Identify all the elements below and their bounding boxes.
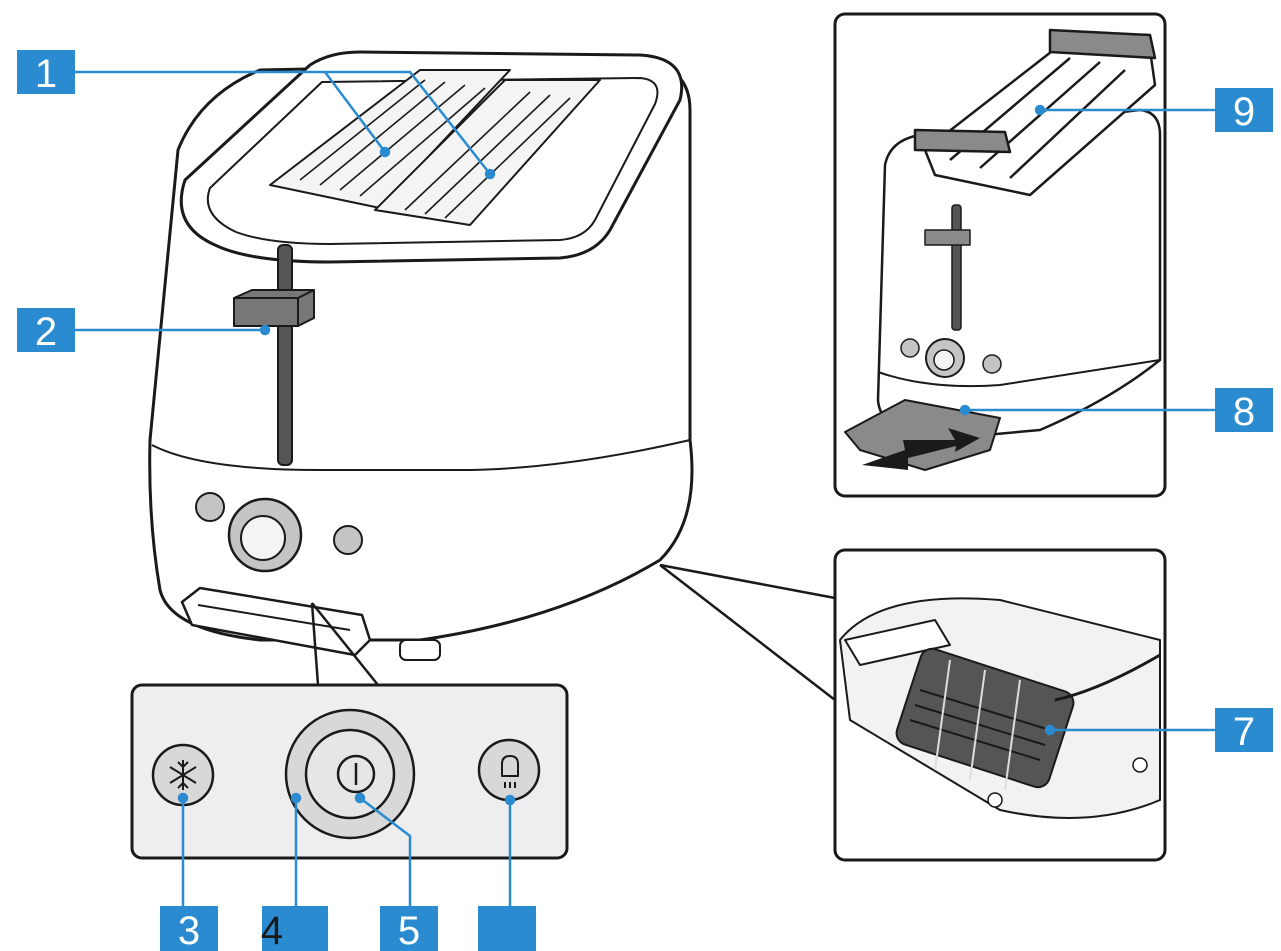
power-ring-inner bbox=[304, 728, 396, 820]
control-panel-inset bbox=[130, 602, 569, 860]
callout-5: 5 bbox=[380, 906, 438, 951]
toaster-top-inner bbox=[206, 77, 659, 245]
crumb-tray bbox=[180, 586, 372, 657]
toaster-slot-right bbox=[374, 79, 601, 226]
callout-9-label: 9 bbox=[1233, 90, 1255, 134]
front-button-left bbox=[195, 492, 225, 522]
inset-bun-rack-tray bbox=[833, 12, 1167, 498]
panel-pointer bbox=[310, 602, 379, 686]
callout-3: 3 bbox=[160, 906, 218, 951]
cord-grid bbox=[895, 647, 1075, 791]
tray-arrow bbox=[862, 428, 980, 470]
callout-6 bbox=[478, 906, 536, 951]
lever-track bbox=[277, 244, 293, 466]
toaster-main bbox=[148, 50, 694, 661]
callouts: 1 2 3 4 5 7 8 9 bbox=[17, 50, 1273, 951]
toaster-slot-left bbox=[269, 69, 511, 209]
callout-1-label: 1 bbox=[35, 52, 57, 96]
callout-2: 2 bbox=[17, 308, 75, 354]
callout-4: 4 bbox=[261, 906, 328, 951]
reheat-button bbox=[477, 738, 541, 802]
callout-8: 8 bbox=[1215, 388, 1273, 434]
power-cord bbox=[1054, 653, 1161, 702]
callout-5-label: 5 bbox=[398, 909, 420, 951]
leader-lines bbox=[75, 70, 1215, 906]
callout-2-label: 2 bbox=[35, 310, 57, 354]
callout-4-label: 4 bbox=[261, 909, 283, 951]
callout-7: 7 bbox=[1215, 708, 1273, 754]
snowflake-icon bbox=[169, 760, 197, 790]
inset-pointer bbox=[659, 563, 836, 701]
inset-cord-storage bbox=[659, 548, 1167, 862]
callout-7-label: 7 bbox=[1233, 710, 1255, 754]
power-icon bbox=[336, 754, 376, 794]
front-knob-inner bbox=[240, 515, 286, 561]
front-button-right bbox=[333, 525, 363, 555]
pulled-crumb-tray bbox=[844, 399, 1001, 471]
bread-reheat-icon bbox=[501, 755, 519, 788]
slot-grills bbox=[299, 79, 571, 219]
bun-rack bbox=[913, 28, 1157, 197]
callout-9: 9 bbox=[1215, 88, 1273, 134]
toaster-base-line bbox=[151, 439, 691, 471]
leader-5 bbox=[359, 797, 412, 906]
callout-1: 1 bbox=[17, 50, 75, 96]
callout-8-label: 8 bbox=[1233, 390, 1255, 434]
callout-3-label: 3 bbox=[178, 909, 200, 951]
leader-1 bbox=[75, 70, 491, 175]
